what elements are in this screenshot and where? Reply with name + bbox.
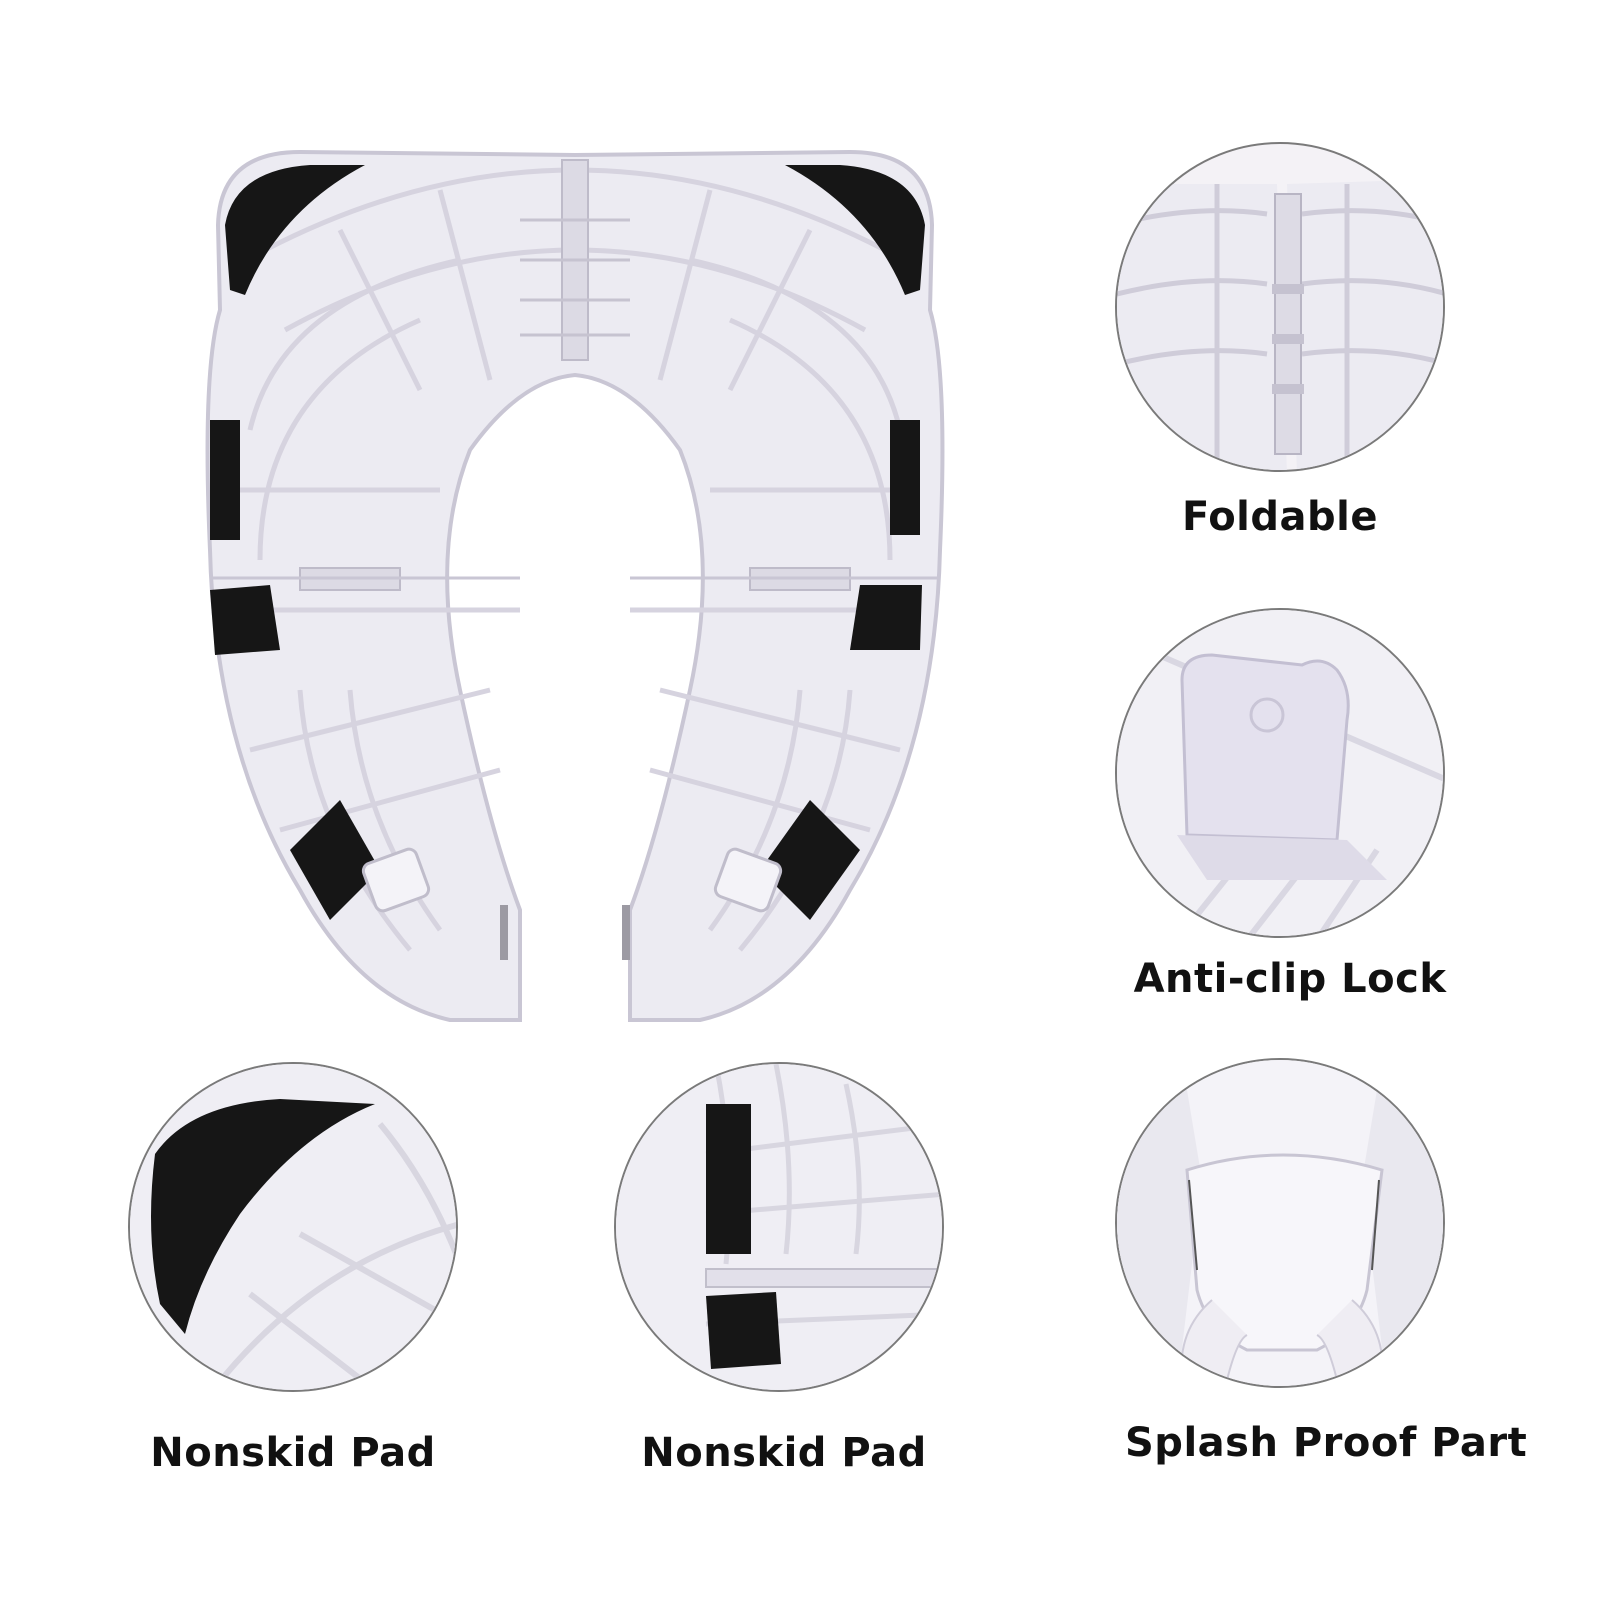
nonskid-pad-detail-circle-1 bbox=[128, 1062, 458, 1392]
clip-tab bbox=[1180, 653, 1350, 842]
foldable-caption: Foldable bbox=[1182, 494, 1378, 540]
splash-proof-caption: Splash Proof Part bbox=[1125, 1420, 1528, 1466]
lower-pad bbox=[706, 1292, 781, 1369]
pad-low-right bbox=[850, 585, 922, 650]
pad-top-right bbox=[785, 165, 925, 295]
anti-clip-lock-caption: Anti-clip Lock bbox=[1133, 956, 1447, 1002]
upper-pad bbox=[706, 1104, 751, 1254]
folding-potty-seat-image bbox=[190, 130, 960, 1050]
pad-top-left bbox=[225, 165, 365, 295]
nonskid-pad-detail-circle-2 bbox=[614, 1062, 944, 1392]
nonskid-pad-caption-2: Nonskid Pad bbox=[641, 1430, 927, 1476]
pad-mid-right bbox=[890, 420, 920, 535]
pad-low-left bbox=[210, 585, 280, 655]
nonskid-pad-caption-1: Nonskid Pad bbox=[150, 1430, 436, 1476]
seat-body bbox=[205, 149, 945, 1022]
foldable-detail-circle bbox=[1115, 142, 1445, 472]
nonskid-pad-shape bbox=[151, 1099, 375, 1334]
splash-proof-detail-circle bbox=[1115, 1058, 1445, 1388]
pad-mid-left bbox=[210, 420, 240, 540]
pad-bottom-left bbox=[290, 800, 380, 920]
anti-clip-lock-detail-circle bbox=[1115, 608, 1445, 938]
pad-bottom-right bbox=[760, 800, 860, 920]
